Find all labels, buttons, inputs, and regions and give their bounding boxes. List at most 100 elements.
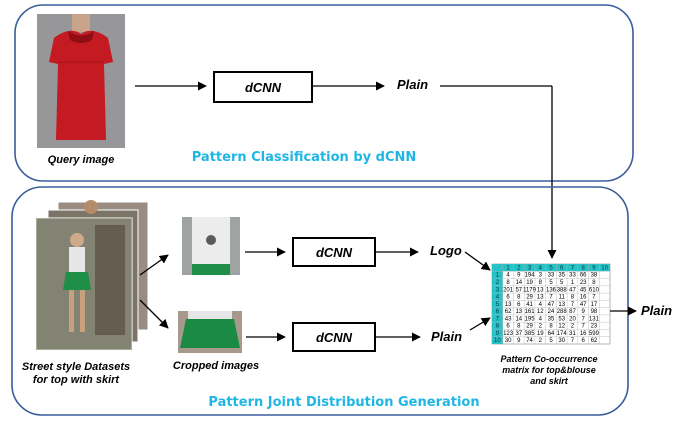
matrix-header-cell: 4: [539, 265, 543, 271]
matrix-cell: 8: [539, 280, 543, 286]
matrix-cell: 13: [537, 287, 544, 293]
matrix-cell: 13: [515, 309, 522, 315]
matrix-header-row: [492, 264, 610, 272]
matrix-cell: 31: [569, 331, 576, 337]
matrix-header-cell: 7: [571, 265, 575, 271]
matrix-row-index: 10: [494, 338, 501, 344]
matrix-cell: 1: [571, 280, 575, 286]
matrix-cell: 12: [558, 324, 565, 330]
plain-output-label-bottom: Plain: [431, 329, 462, 344]
matrix-cell: 57: [515, 287, 522, 293]
matrix-cell: 8: [517, 295, 521, 301]
dcnn-box-top-label: dCNN: [245, 80, 282, 95]
matrix-header-cell: 6: [560, 265, 564, 271]
matrix-cell: 62: [591, 338, 598, 344]
query-image: [37, 14, 125, 148]
matrix-cell: 5: [549, 338, 553, 344]
dcnn-box-bottom-2: [292, 322, 376, 352]
arrow-plain-to-matrix-bottom: [469, 317, 491, 331]
matrix-cell: 64: [548, 331, 555, 337]
matrix-header-cell: 9: [592, 265, 596, 271]
matrix-cell: 7: [592, 295, 596, 301]
matrix-cell: 161: [525, 309, 536, 315]
matrix-cell: 5: [560, 280, 564, 286]
matrix-cell: 388: [557, 287, 568, 293]
matrix-index-column: [492, 264, 503, 344]
matrix-cell: 1179: [523, 287, 537, 293]
matrix-cell: 62: [505, 309, 512, 315]
matrix-cell: 385: [525, 331, 536, 337]
final-output-label: Plain: [641, 303, 672, 318]
matrix-cell: 195: [525, 316, 536, 322]
matrix-cell: 35: [548, 316, 555, 322]
matrix-row-index: 8: [496, 324, 500, 330]
matrix-cell: 98: [591, 309, 598, 315]
matrix-caption-line1: Pattern Co-occurrence: [500, 354, 597, 364]
classification-panel: [14, 4, 634, 182]
matrix-cell: 13: [505, 302, 512, 308]
matrix-cell: 8: [592, 280, 596, 286]
arrow-dataset-to-bottom-crop: [139, 299, 169, 329]
matrix-cell: 87: [569, 309, 576, 315]
matrix-cell: 194: [525, 273, 536, 279]
matrix-cell: 47: [548, 302, 555, 308]
cropped-images-label: Cropped images: [173, 360, 259, 372]
matrix-cell: 16: [580, 295, 587, 301]
matrix-cell: 4: [506, 273, 510, 279]
matrix-cell: 17: [591, 302, 598, 308]
matrix-cell: 5: [549, 280, 553, 286]
top-output-label: Plain: [397, 77, 428, 92]
matrix-cell: 7: [582, 316, 586, 322]
matrix-cell: 74: [526, 338, 533, 344]
matrix-cell: 288: [557, 309, 568, 315]
matrix-cell: 66: [580, 273, 587, 279]
matrix-cell: 9: [517, 338, 521, 344]
query-image-label: Query image: [48, 154, 115, 166]
matrix-caption-line2: matrix for top&blouse: [502, 365, 596, 375]
classification-section-title: Pattern Classification by dCNN: [192, 150, 417, 165]
matrix-cell: 30: [505, 338, 512, 344]
matrix-cell: 12: [537, 309, 544, 315]
matrix-row-index: 6: [496, 309, 500, 315]
matrix-cell: 2: [539, 324, 543, 330]
cropped-skirt-image: [178, 311, 242, 353]
dcnn-box-bottom-1: [292, 237, 376, 267]
matrix-cell: 8: [506, 280, 510, 286]
matrix-cell: 29: [526, 324, 533, 330]
matrix-row-index: 2: [496, 280, 500, 286]
matrix-cell: 53: [558, 316, 565, 322]
matrix-cell: 33: [569, 273, 576, 279]
matrix-cell: 9: [517, 273, 521, 279]
matrix-cell: 6: [517, 302, 521, 308]
matrix-cell: 23: [580, 280, 587, 286]
matrix-cell: 4: [539, 302, 543, 308]
matrix-cell: 201: [503, 287, 514, 293]
matrix-cell: 610: [589, 287, 600, 293]
matrix-header-cell: 2: [517, 265, 521, 271]
matrix-cell: 6: [582, 338, 586, 344]
dcnn-box-bottom-2-label: dCNN: [316, 330, 353, 345]
matrix-cell: 2: [571, 324, 575, 330]
matrix-cell: 35: [558, 273, 565, 279]
matrix-header-cell: 1: [506, 265, 510, 271]
matrix-cell: 8: [571, 295, 575, 301]
matrix-row-index: 3: [496, 287, 500, 293]
matrix-cell: 136: [546, 287, 557, 293]
matrix-row-index: 5: [496, 302, 500, 308]
matrix-cell: 7: [582, 324, 586, 330]
matrix-cell: 14: [515, 280, 522, 286]
matrix-row-index: 1: [496, 273, 500, 279]
matrix-caption-line3: and skirt: [530, 376, 569, 386]
dcnn-box-top: [213, 71, 313, 103]
matrix-cell: 38: [591, 273, 598, 279]
joint-distribution-section-title: Pattern Joint Distribution Generation: [208, 395, 479, 410]
matrix-cell: 33: [548, 273, 555, 279]
matrix-cell: 41: [526, 302, 533, 308]
matrix-cell: 19: [526, 280, 533, 286]
cropped-top-image: [182, 217, 240, 275]
matrix-cell: 47: [569, 287, 576, 293]
matrix-header-cell: 8: [582, 265, 586, 271]
matrix-cell: 7: [571, 338, 575, 344]
matrix-cell: 2: [539, 338, 543, 344]
